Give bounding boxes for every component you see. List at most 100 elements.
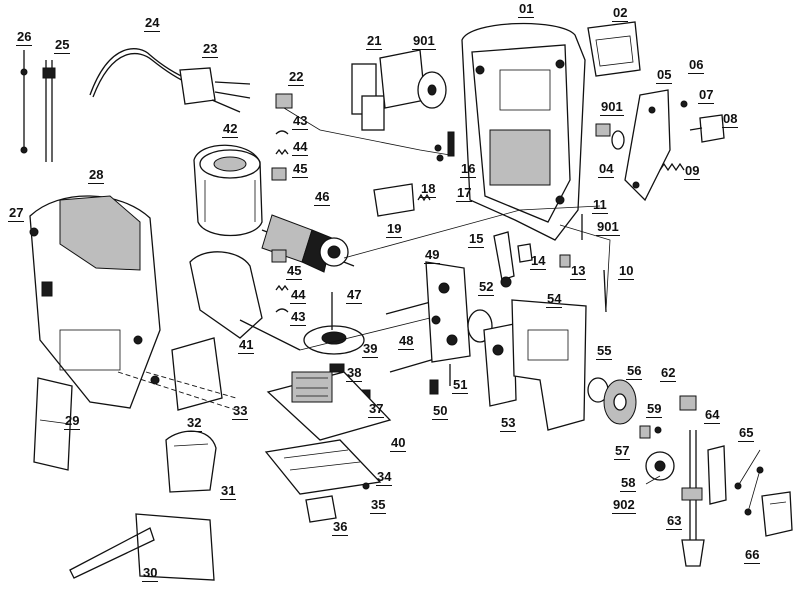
part-901-upper-drawing <box>417 71 447 109</box>
part-50-drawing <box>429 379 439 395</box>
part-25-drawing <box>42 60 56 162</box>
part-902-drawing <box>645 475 661 485</box>
part-13-drawing <box>559 254 571 268</box>
part-label-13: 13 <box>570 263 587 280</box>
part-label-52: 52 <box>478 279 495 296</box>
part-label-35: 35 <box>370 497 387 514</box>
part-38-drawing <box>329 363 345 373</box>
part-30-guide-drawing <box>69 513 215 581</box>
part-label-07: 07 <box>698 87 715 104</box>
part-label-53: 53 <box>500 415 517 432</box>
part-24-cord-drawing <box>89 48 191 98</box>
part-label-37: 37 <box>368 401 385 418</box>
part-49-drawing <box>425 261 471 363</box>
part-label-57: 57 <box>614 443 631 460</box>
part-33-drawing <box>145 337 237 411</box>
part-54-drawing <box>511 299 587 431</box>
part-59-drawing <box>654 426 662 434</box>
part-label-33: 33 <box>232 403 249 420</box>
part-09-spring-drawing <box>659 162 685 172</box>
part-label-36: 36 <box>332 519 349 536</box>
part-05-drawing <box>624 89 671 202</box>
part-label-10: 10 <box>618 263 635 280</box>
part-65-drawing <box>734 449 764 516</box>
part-02-drawing <box>587 21 641 77</box>
part-label-43-lower: 43 <box>290 309 307 326</box>
part-label-38: 38 <box>346 365 363 382</box>
part-62-drawing <box>679 395 697 411</box>
part-31-32-drawing <box>165 430 217 493</box>
part-label-42: 42 <box>222 121 239 138</box>
part-label-63: 63 <box>666 513 683 530</box>
part-label-01: 01 <box>518 1 535 18</box>
part-label-44-lower: 44 <box>290 287 307 304</box>
part-label-23: 23 <box>202 41 219 58</box>
part-64-drawing <box>707 445 727 505</box>
part-15-drawing <box>493 231 515 288</box>
part-label-64: 64 <box>704 407 721 424</box>
part-label-09: 09 <box>684 163 701 180</box>
part-label-18: 18 <box>420 181 437 198</box>
part-label-28: 28 <box>88 167 105 184</box>
part-23-plug-drawing <box>179 67 251 113</box>
part-22-drawing <box>275 93 451 156</box>
part-label-40: 40 <box>390 435 407 452</box>
part-label-45-lower: 45 <box>286 263 303 280</box>
part-66-drawing <box>761 491 793 537</box>
part-56-drawing <box>603 379 637 425</box>
part-label-11: 11 <box>592 197 608 214</box>
part-label-17: 17 <box>456 185 473 202</box>
part-label-902: 902 <box>612 497 636 514</box>
part-46-armature-drawing <box>261 214 355 273</box>
part-label-06: 06 <box>688 57 705 74</box>
part-39-drawing <box>303 325 365 355</box>
part-label-44-upper: 44 <box>292 139 309 156</box>
part-18-drawing <box>417 193 431 202</box>
part-label-34: 34 <box>376 469 393 486</box>
part-label-25: 25 <box>54 37 71 54</box>
part-label-08: 08 <box>722 111 739 128</box>
part-label-15: 15 <box>468 231 485 248</box>
part-14-drawing <box>517 243 533 263</box>
part-label-47: 47 <box>346 287 363 304</box>
part-label-54: 54 <box>546 291 563 308</box>
part-label-50: 50 <box>432 403 449 420</box>
part-29-drawing <box>33 377 73 471</box>
part-label-59: 59 <box>646 401 663 418</box>
part-45-upper-drawing <box>271 167 287 181</box>
part-label-62: 62 <box>660 365 677 382</box>
part-26-drawing <box>20 50 28 154</box>
part-10-drawing <box>559 224 611 313</box>
part-label-27: 27 <box>8 205 25 222</box>
part-label-41: 41 <box>238 337 255 354</box>
part-40-baseplate-drawing <box>266 371 392 441</box>
part-58-902-drawing <box>645 451 675 481</box>
part-07-08-drawing <box>689 114 725 143</box>
part-label-19: 19 <box>386 221 403 238</box>
part-label-901-right: 901 <box>600 99 624 116</box>
part-34-shoe-drawing <box>264 439 382 495</box>
part-21-switch-drawing <box>351 49 426 131</box>
assembly-guide-lines <box>117 205 601 411</box>
part-16-17-drawing <box>434 131 455 162</box>
part-label-04: 04 <box>598 161 615 178</box>
part-label-26: 26 <box>16 29 33 46</box>
part-label-58: 58 <box>620 475 637 492</box>
part-label-66: 66 <box>744 547 761 564</box>
part-27-screw-drawing <box>29 227 39 237</box>
part-label-901-top: 901 <box>412 33 436 50</box>
part-44-upper-drawing <box>275 148 289 156</box>
part-label-51: 51 <box>452 377 469 394</box>
part-45-lower-drawing <box>271 249 287 263</box>
part-901-right-drawing <box>595 123 611 137</box>
part-label-46: 46 <box>314 189 331 206</box>
part-label-55: 55 <box>596 343 613 360</box>
part-63-plunger-drawing <box>681 430 705 567</box>
part-label-16: 16 <box>460 161 477 178</box>
part-53-drawing <box>483 323 517 407</box>
part-19-drawing <box>373 183 415 217</box>
part-label-05: 05 <box>656 67 673 84</box>
part-label-31: 31 <box>220 483 237 500</box>
